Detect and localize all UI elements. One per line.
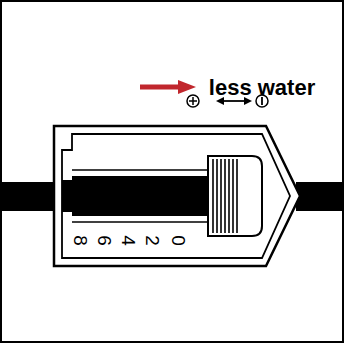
direction-label: less water [209,77,315,99]
knob-rib [220,159,222,233]
scale-number: 0 [168,235,187,246]
slider-frame [62,134,290,258]
knob-rib [228,159,230,233]
knob-rib [216,159,218,233]
hose-band [0,182,56,211]
scale-number: 8 [70,235,89,246]
slider-track [62,176,214,216]
direction-arrow [140,85,180,90]
knob-rib [212,159,214,233]
slider-knob [208,156,262,236]
valve-housing [54,126,300,266]
plus-symbol [187,95,199,107]
plus-symbol [192,97,194,105]
knob-ribs [213,159,237,233]
knob-rib [232,159,234,233]
double-arrow [222,100,246,102]
guide-line [72,169,210,171]
guide-line [72,221,210,223]
direction-arrowhead [178,80,196,94]
hose-band [296,182,344,211]
scale-number: 6 [94,235,113,246]
scale-number: 4 [118,235,137,246]
scale-number: 2 [142,235,161,246]
knob-rib [224,159,226,233]
knob-rib [236,159,238,233]
